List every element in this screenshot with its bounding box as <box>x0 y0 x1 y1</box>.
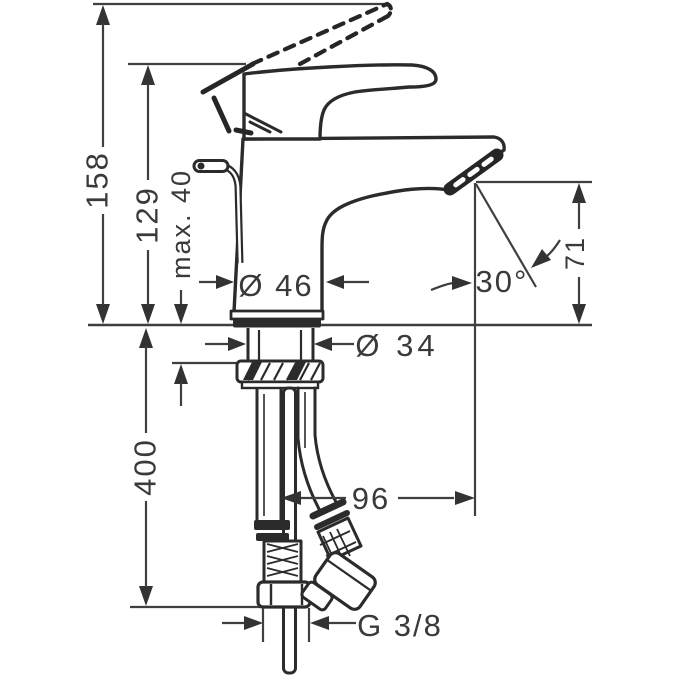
escutcheon-slant-2 <box>248 120 272 134</box>
mounting-nut-dark-segment <box>287 362 306 380</box>
dim-label-total-height: 158 <box>80 151 115 209</box>
raised-lever-tip <box>384 1 393 19</box>
base-plate-gasket <box>233 319 321 328</box>
pull-rod-knob-end <box>197 162 205 170</box>
dimension-connection-thread: G 3/8 <box>222 608 443 643</box>
mounting-washer <box>240 380 320 390</box>
dim-label-hose-length: 400 <box>128 438 163 496</box>
hose-left-braid-hatch <box>266 543 299 577</box>
mounting-nut <box>235 359 325 390</box>
raised-lever-line-upper <box>249 1 390 67</box>
dimension-hose-length: 400 <box>128 328 163 606</box>
dim-label-connection-thread: G 3/8 <box>357 608 443 643</box>
hose-right-edge <box>313 386 338 504</box>
connector-stub-right <box>300 580 334 612</box>
raised-lever-pivot-edge <box>211 95 232 134</box>
dim-label-height-to-lever: 129 <box>130 186 165 244</box>
pull-rod <box>192 159 244 264</box>
faucet-above-deck <box>192 1 506 328</box>
dim-label-outlet-height: 71 <box>560 236 590 270</box>
supply-hose-right <box>296 386 377 612</box>
dim-label-shank-diameter: Ø 34 <box>355 328 438 363</box>
aerator <box>443 148 504 196</box>
connector-nut-right-body <box>313 551 377 611</box>
aerator-slot <box>481 156 494 167</box>
mounting-nut-dark-segment <box>243 362 262 380</box>
hose-right-braid-hatch <box>319 528 357 565</box>
hose-right-ferrule <box>314 510 350 530</box>
connector-nut-right <box>313 551 377 611</box>
raised-lever-line-lower <box>297 13 391 67</box>
drain-rod <box>282 386 297 675</box>
hose-left-ferrule <box>254 520 290 530</box>
base-plate-ring <box>229 309 325 321</box>
escutcheon-dash <box>233 127 254 136</box>
mounting-shank <box>246 328 315 361</box>
raised-lever-dashed <box>200 1 393 134</box>
outlet-angle-line <box>475 183 537 288</box>
base-plate <box>229 309 325 328</box>
raised-lever-base-edge <box>200 61 256 95</box>
connector-stub-right-body <box>300 580 334 612</box>
dim-label-outlet-reach: 96 <box>352 481 390 516</box>
dimension-shank-diameter: Ø 34 <box>205 328 438 363</box>
dimension-outlet-angle: 30° <box>430 183 561 516</box>
hose-right-edge <box>296 386 321 511</box>
dimension-body-diameter: Ø 46 <box>199 268 369 303</box>
faucet-lever <box>242 63 438 141</box>
dim-label-max-deck-thickness: max. 40 <box>166 169 196 279</box>
faucet-body-spout <box>232 135 506 314</box>
dimension-height-to-lever: 129 <box>130 65 165 324</box>
dimension-max-deck-thickness: max. 40 <box>166 169 196 406</box>
dimension-outlet-reach: 96 <box>281 481 475 516</box>
connector-nut-right-facet <box>327 559 371 592</box>
aerator-slot <box>467 166 480 178</box>
dim-label-body-diameter: Ø 46 <box>238 268 313 303</box>
dimension-outlet-height: 71 <box>560 183 590 324</box>
extension-lines <box>88 2 592 609</box>
hose-right-ferrule <box>309 498 347 520</box>
dimension-total-height: 158 <box>80 5 115 324</box>
lever-escutcheon-lines <box>233 111 283 136</box>
faucet-below-deck <box>235 328 377 675</box>
dim-label-outlet-angle: 30° <box>476 264 529 299</box>
hose-left-ferrule <box>256 533 289 541</box>
escutcheon-slant <box>242 111 283 134</box>
supply-hose-left <box>254 388 312 609</box>
aerator-slot <box>453 177 466 188</box>
